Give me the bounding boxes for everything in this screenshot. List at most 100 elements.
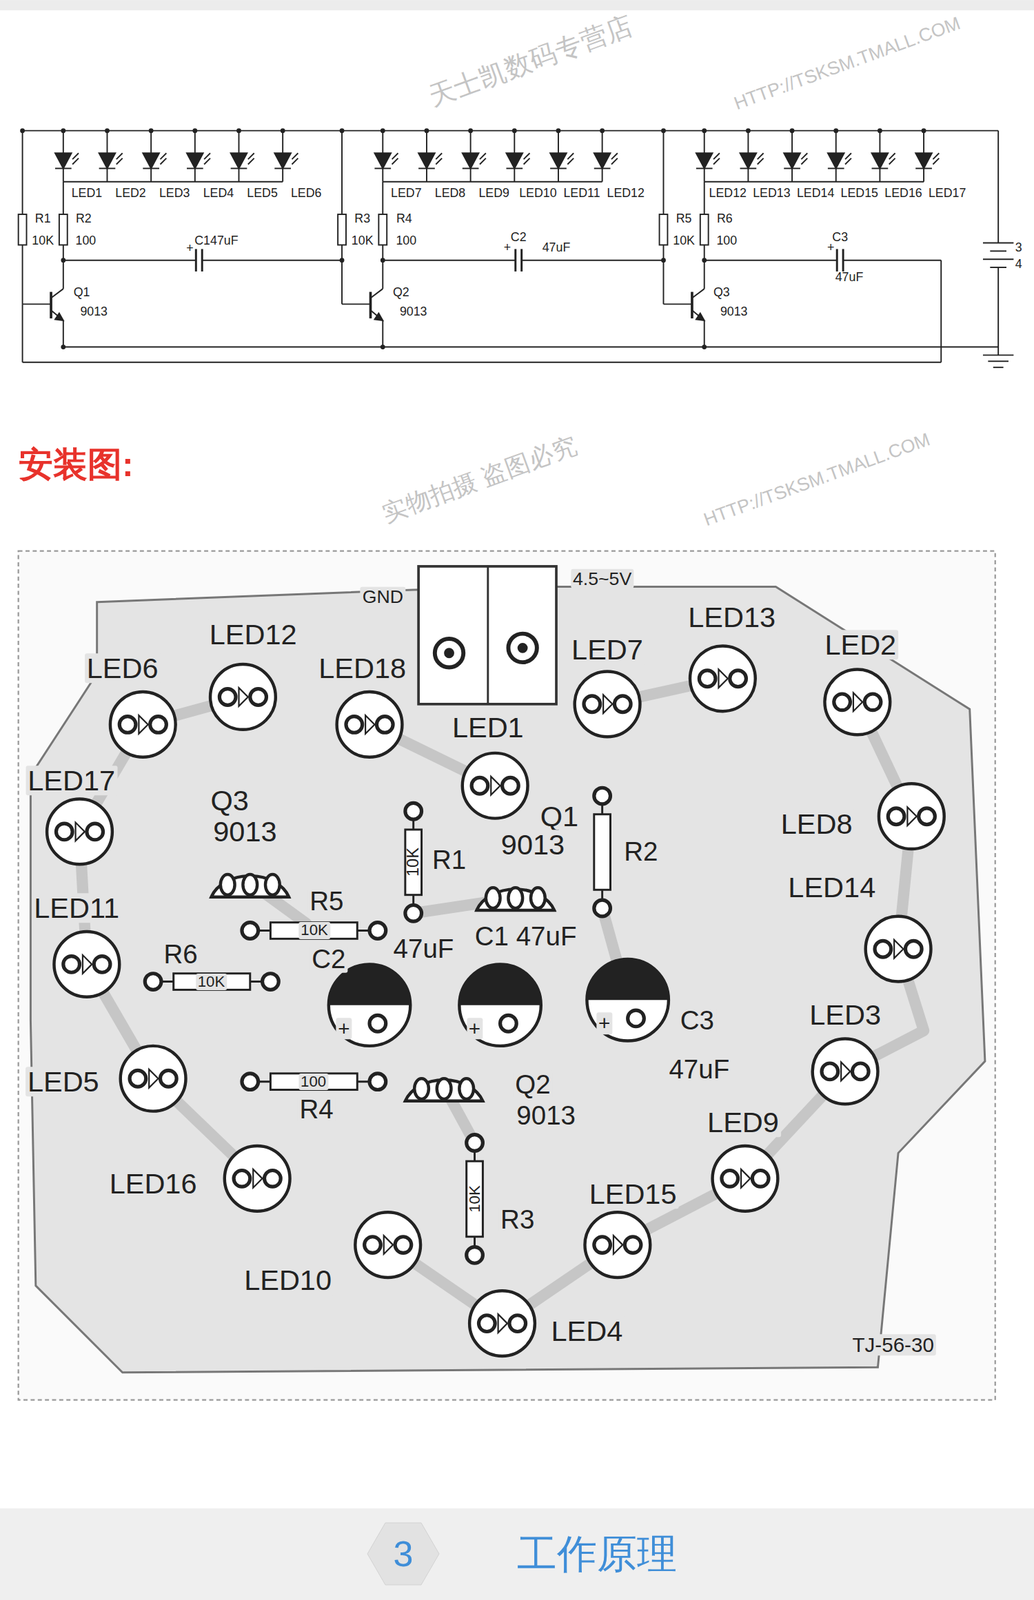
led-footprint bbox=[584, 1212, 651, 1279]
led-symbol bbox=[783, 153, 801, 169]
pcb-label: 9013 bbox=[514, 1101, 578, 1130]
wire bbox=[63, 259, 196, 262]
schematic-label: Q1 bbox=[73, 286, 91, 300]
watermark: 天士凯数码专营店 bbox=[425, 11, 637, 111]
led-pad bbox=[86, 823, 104, 841]
wire bbox=[22, 244, 24, 304]
wire bbox=[932, 158, 939, 165]
wire bbox=[940, 260, 942, 363]
resistor-body bbox=[173, 974, 251, 991]
schematic-label: LED3 bbox=[158, 187, 191, 200]
wire bbox=[51, 288, 64, 298]
pcb-label: R5 bbox=[307, 887, 346, 916]
led-mark bbox=[82, 955, 92, 975]
resistor-body bbox=[270, 923, 358, 940]
wire bbox=[201, 259, 342, 262]
resistor-symbol bbox=[378, 214, 387, 245]
copper-trace bbox=[388, 1178, 746, 1324]
pcb-label: TJ-56-30 bbox=[849, 1334, 936, 1357]
schematic-label: 47uF bbox=[834, 271, 865, 285]
led-mark bbox=[238, 687, 248, 707]
led-symbol bbox=[594, 153, 611, 169]
resistor-body bbox=[594, 814, 611, 891]
wire bbox=[523, 158, 531, 165]
led-footprint bbox=[120, 1046, 187, 1112]
schematic-label: C147uF bbox=[193, 235, 239, 248]
wire bbox=[703, 130, 706, 154]
pcb-label: Q1 bbox=[538, 801, 581, 833]
schematic-label: 47uF bbox=[541, 241, 572, 255]
led-mark bbox=[840, 1062, 850, 1082]
led-pad bbox=[821, 1063, 839, 1081]
schematic-label: 100 bbox=[715, 235, 738, 248]
wire bbox=[997, 267, 999, 356]
schematic-label: LED16 bbox=[883, 187, 923, 200]
pcb-label: R4 bbox=[297, 1095, 336, 1124]
led-pad bbox=[150, 716, 167, 734]
led-mark bbox=[365, 715, 375, 735]
pcb-label: C3 bbox=[678, 1007, 717, 1036]
wire bbox=[601, 168, 604, 182]
wire bbox=[703, 320, 706, 347]
led-pad bbox=[864, 694, 881, 711]
wire bbox=[747, 130, 749, 154]
led-footprint bbox=[224, 1146, 291, 1212]
wire bbox=[601, 130, 604, 154]
led-pad bbox=[93, 956, 111, 974]
schematic-label: 10K bbox=[672, 235, 696, 248]
led-symbol bbox=[505, 153, 523, 169]
top-strip bbox=[0, 0, 1034, 11]
resistor-pad bbox=[369, 923, 387, 940]
wire bbox=[106, 168, 109, 182]
led-pad bbox=[364, 1237, 382, 1254]
led-mark bbox=[907, 807, 917, 826]
led-pad bbox=[624, 1237, 642, 1254]
led-mark bbox=[252, 1169, 262, 1189]
resistor-pad bbox=[262, 974, 280, 991]
wire bbox=[692, 288, 705, 298]
wire bbox=[194, 130, 196, 154]
led-footprint bbox=[355, 1212, 421, 1279]
connector-pad bbox=[508, 634, 537, 663]
transistor-symbol bbox=[369, 292, 373, 319]
led-pad bbox=[376, 716, 393, 734]
pcb-label: LED18 bbox=[316, 653, 409, 684]
resistor-pad bbox=[466, 1247, 484, 1265]
schematic-label: 100 bbox=[75, 235, 98, 248]
wire bbox=[703, 168, 706, 182]
wire bbox=[194, 168, 196, 182]
schematic-label: LED12 bbox=[606, 187, 646, 200]
pcb-label: 9013 bbox=[210, 816, 279, 848]
led-symbol bbox=[55, 153, 72, 169]
led-symbol bbox=[274, 153, 291, 169]
schematic-label: 10K bbox=[350, 235, 375, 248]
schematic-label: LED17 bbox=[927, 187, 967, 200]
schematic-label: Q3 bbox=[712, 286, 731, 300]
wire bbox=[392, 158, 399, 165]
schematic-label: 9013 bbox=[719, 306, 749, 319]
wire bbox=[204, 158, 211, 165]
wire bbox=[557, 130, 560, 154]
led-symbol bbox=[374, 153, 391, 169]
transistor-pad bbox=[220, 874, 236, 896]
wire bbox=[513, 130, 515, 154]
led-pad bbox=[834, 694, 851, 711]
wire bbox=[63, 346, 999, 349]
wire bbox=[757, 158, 764, 165]
pcb-label: C1 47uF bbox=[472, 923, 580, 952]
transistor-pad bbox=[242, 874, 258, 896]
pcb-label: LED13 bbox=[685, 602, 778, 633]
section-number: 3 bbox=[393, 1536, 414, 1573]
resistor-symbol bbox=[337, 214, 347, 245]
wire bbox=[106, 130, 109, 154]
pcb-label: R3 bbox=[498, 1205, 537, 1234]
wire bbox=[993, 366, 1004, 369]
led-pad bbox=[219, 689, 236, 706]
schematic-label: R1 bbox=[34, 213, 52, 226]
led-footprint bbox=[462, 753, 529, 819]
schematic-label: LED6 bbox=[290, 187, 322, 200]
capacitor-pad bbox=[500, 1015, 517, 1032]
pcb-label: C2 bbox=[309, 945, 348, 975]
resistor-pad bbox=[241, 923, 259, 940]
led-footprint bbox=[865, 916, 932, 983]
